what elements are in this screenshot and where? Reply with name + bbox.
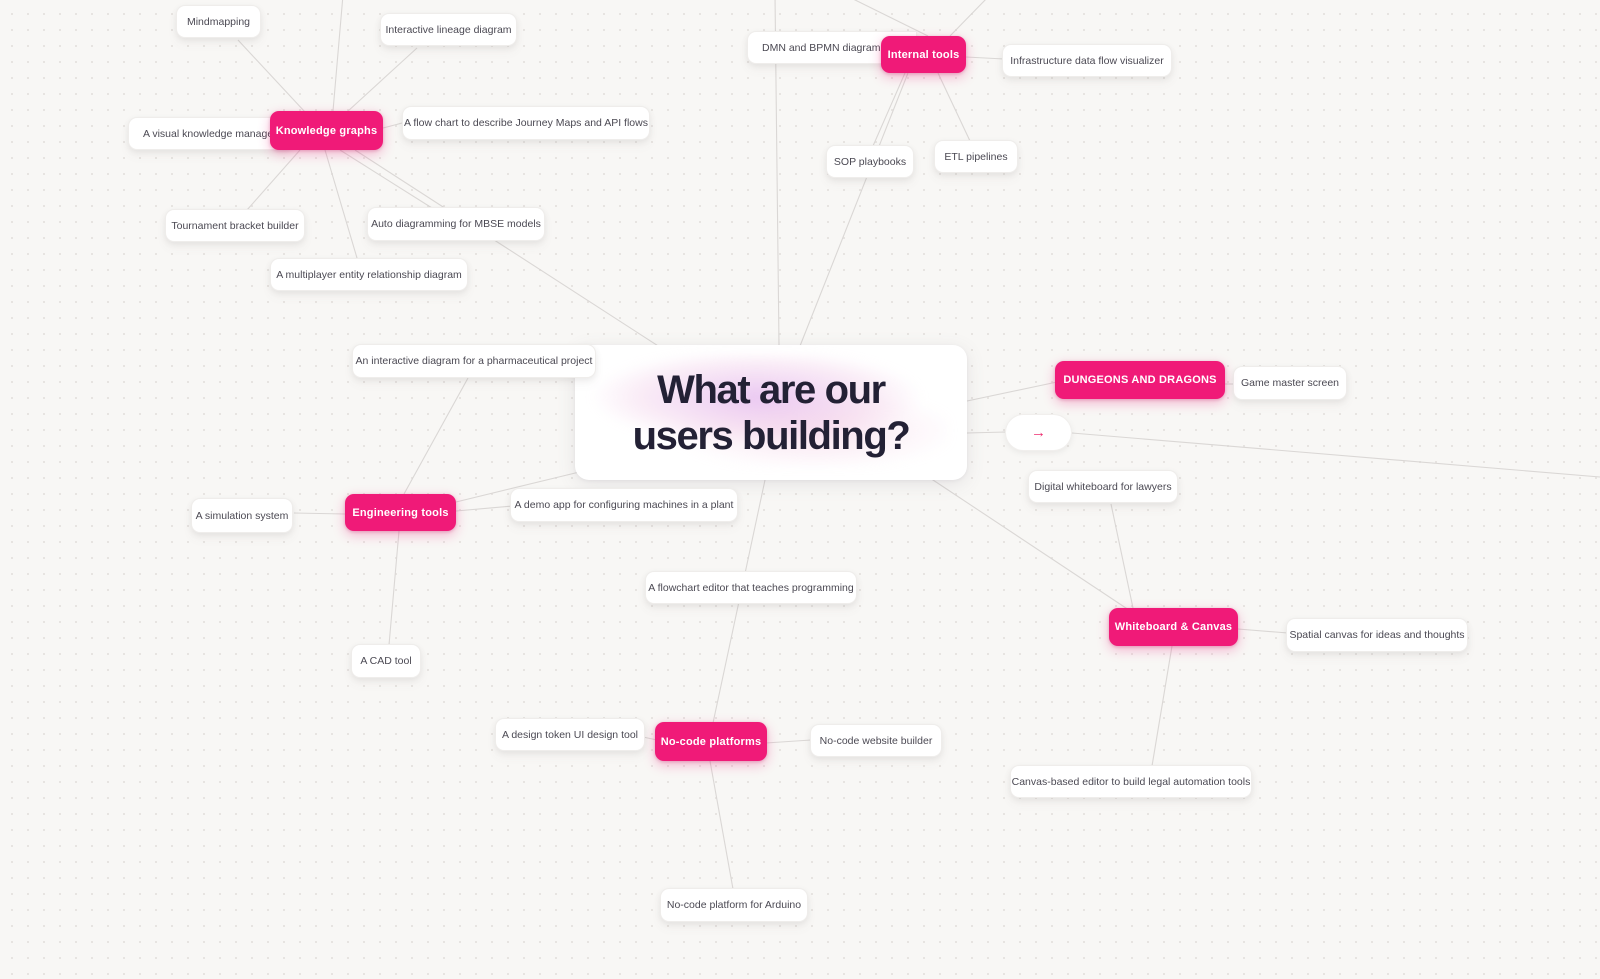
node-simulation-system[interactable]: A simulation system: [191, 498, 293, 533]
node-journey-maps-flow-chart[interactable]: A flow chart to describe Journey Maps an…: [402, 106, 650, 140]
node-label: A visual knowledge management: [143, 127, 290, 140]
node-cad-tool[interactable]: A CAD tool: [351, 644, 421, 678]
hub-no-code-platforms[interactable]: No-code platforms: [655, 722, 767, 761]
arrow-node[interactable]: →: [1005, 414, 1072, 451]
node-label: Auto diagramming for MBSE models: [371, 218, 541, 230]
node-label: Tournament bracket builder: [171, 219, 299, 232]
node-label: Game master screen: [1240, 377, 1340, 389]
hub-engineering-tools[interactable]: Engineering tools: [345, 494, 456, 531]
node-label: ETL pipelines: [944, 150, 1008, 163]
node-label: A simulation system: [195, 509, 289, 522]
node-label: Mindmapping: [186, 15, 251, 28]
node-label: A design token UI design tool: [501, 728, 638, 741]
node-label: A demo app for configuring machines in a…: [514, 499, 734, 511]
node-etl-pipelines[interactable]: ETL pipelines: [934, 140, 1018, 173]
node-visual-knowledge-management[interactable]: A visual knowledge management: [128, 117, 290, 150]
node-label: A flowchart editor that teaches programm…: [648, 581, 854, 594]
node-label: Infrastructure data flow visualizer: [1010, 54, 1164, 67]
node-pharmaceutical-diagram[interactable]: An interactive diagram for a pharmaceuti…: [352, 344, 596, 378]
node-label: An interactive diagram for a pharmaceuti…: [355, 355, 593, 367]
node-demo-app-machines-plant[interactable]: A demo app for configuring machines in a…: [510, 488, 738, 522]
node-spatial-canvas[interactable]: Spatial canvas for ideas and thoughts: [1286, 618, 1468, 652]
node-label: SOP playbooks: [833, 155, 907, 168]
node-auto-diagramming-mbse[interactable]: Auto diagramming for MBSE models: [367, 207, 545, 241]
hub-whiteboard-canvas[interactable]: Whiteboard & Canvas: [1109, 608, 1238, 646]
node-no-code-arduino[interactable]: No-code platform for Arduino: [660, 888, 808, 922]
node-tournament-bracket-builder[interactable]: Tournament bracket builder: [165, 209, 305, 242]
hub-label: Internal tools: [887, 48, 960, 61]
hub-label: Knowledge graphs: [275, 124, 378, 137]
node-interactive-lineage-diagram[interactable]: Interactive lineage diagram: [380, 13, 517, 46]
hub-label: Engineering tools: [352, 506, 449, 519]
hub-internal-tools[interactable]: Internal tools: [881, 36, 966, 73]
node-label: Spatial canvas for ideas and thoughts: [1289, 629, 1465, 641]
node-label: Digital whiteboard for lawyers: [1034, 480, 1172, 493]
node-label: A flow chart to describe Journey Maps an…: [404, 117, 648, 129]
node-infrastructure-data-flow-visualizer[interactable]: Infrastructure data flow visualizer: [1002, 44, 1172, 77]
central-topic[interactable]: What are our users building?: [575, 345, 967, 480]
node-label: DMN and BPMN diagram editor: [762, 41, 910, 54]
hub-label: DUNGEONS AND DRAGONS: [1063, 374, 1217, 386]
node-canvas-legal-automation[interactable]: Canvas-based editor to build legal autom…: [1010, 765, 1252, 798]
hub-knowledge-graphs[interactable]: Knowledge graphs: [270, 111, 383, 150]
node-label: No-code website builder: [819, 734, 933, 747]
node-label: Interactive lineage diagram: [385, 23, 512, 36]
hub-label: No-code platforms: [660, 735, 762, 748]
node-sop-playbooks[interactable]: SOP playbooks: [826, 145, 914, 178]
node-label: A multiplayer entity relationship diagra…: [276, 268, 462, 281]
node-multiplayer-er-diagram[interactable]: A multiplayer entity relationship diagra…: [270, 258, 468, 291]
node-mindmapping[interactable]: Mindmapping: [176, 5, 261, 38]
node-flowchart-editor-teaches-programming[interactable]: A flowchart editor that teaches programm…: [645, 571, 857, 604]
node-label: No-code platform for Arduino: [666, 899, 802, 911]
hub-label: Whiteboard & Canvas: [1114, 621, 1233, 633]
hub-dungeons-and-dragons[interactable]: DUNGEONS AND DRAGONS: [1055, 361, 1225, 399]
node-design-token-ui-tool[interactable]: A design token UI design tool: [495, 718, 645, 751]
node-label: Canvas-based editor to build legal autom…: [1011, 775, 1251, 788]
node-digital-whiteboard-lawyers[interactable]: Digital whiteboard for lawyers: [1028, 470, 1178, 503]
central-topic-title: What are our users building?: [632, 367, 911, 458]
arrow-right-icon: →: [1031, 424, 1046, 441]
node-label: A CAD tool: [360, 655, 412, 667]
node-game-master-screen[interactable]: Game master screen: [1233, 366, 1347, 400]
node-no-code-website-builder[interactable]: No-code website builder: [810, 724, 942, 757]
